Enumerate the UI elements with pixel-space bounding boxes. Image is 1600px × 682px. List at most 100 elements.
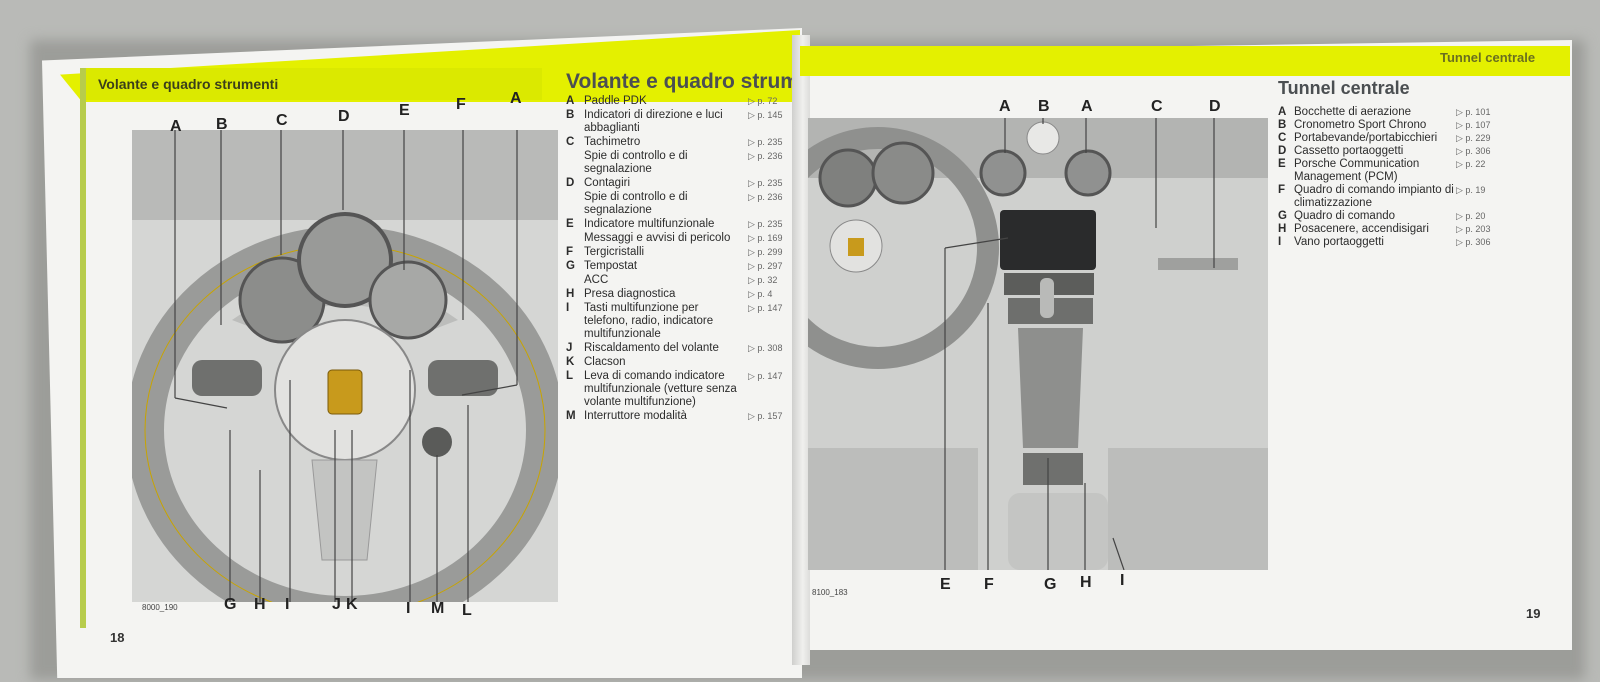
left-callout-bottom-5: I <box>406 600 411 617</box>
steering-wheel-figure <box>132 130 558 602</box>
legend-key: D <box>566 177 575 189</box>
left-callout-top-6: A <box>510 90 522 107</box>
legend-key: I <box>1278 236 1282 248</box>
legend-page-ref: ▷ p. 107 <box>1456 120 1491 130</box>
legend-key: G <box>566 260 575 272</box>
legend-text: Portabevande/portabicchieri <box>1294 132 1438 144</box>
legend-page-ref: ▷ p. 22 <box>1456 159 1486 169</box>
legend-key: C <box>1278 132 1287 144</box>
right-page-title: Tunnel centrale <box>1278 78 1410 98</box>
legend-text: Indicatori di direzione e luci abbaglian… <box>584 109 723 134</box>
center-console-figure <box>808 118 1268 570</box>
right-callout-top-2: A <box>1081 98 1093 115</box>
left-page-title: Volante e quadro strumenti <box>566 70 837 93</box>
legend-text: Tempostat <box>584 260 638 272</box>
legend-key: C <box>566 136 575 148</box>
legend-text: Paddle PDK <box>584 95 647 107</box>
legend-text: Tergicristalli <box>584 246 645 258</box>
legend-key: E <box>1278 158 1286 170</box>
legend-key: F <box>566 246 574 258</box>
legend-page-ref: ▷ p. 147 <box>748 371 783 381</box>
legend-page-ref: ▷ p. 169 <box>748 233 783 243</box>
right-callout-bottom-4: I <box>1120 572 1125 589</box>
legend-text: Presa diagnostica <box>584 288 676 300</box>
legend-page-ref: ▷ p. 306 <box>1456 146 1491 156</box>
left-callout-bottom-4: K <box>346 596 358 613</box>
right-header-text: Tunnel centrale <box>1440 50 1536 65</box>
legend-page-ref: ▷ p. 72 <box>748 96 778 106</box>
left-header-text: Volante e quadro strumenti <box>98 76 279 92</box>
legend-text: Vano portaoggetti <box>1294 236 1384 248</box>
legend-page-ref: ▷ p. 299 <box>748 247 783 257</box>
legend-key: I <box>566 302 570 314</box>
legend-key: L <box>566 370 574 382</box>
legend-page-ref: ▷ p. 236 <box>748 151 783 161</box>
right-header-band <box>800 46 1570 76</box>
right-callout-bottom-0: E <box>940 576 951 593</box>
legend-text: Contagiri <box>584 177 631 189</box>
legend-key: M <box>566 410 576 422</box>
legend-text: Quadro di comando <box>1294 210 1396 222</box>
left-image-code: 8000_190 <box>142 603 178 612</box>
legend-text: Bocchette di aerazione <box>1294 106 1411 118</box>
legend-key: J <box>566 342 573 354</box>
legend-text: Messaggi e avvisi di pericolo <box>584 232 731 244</box>
left-callout-bottom-6: M <box>431 600 445 617</box>
legend-key: A <box>1278 106 1287 118</box>
left-page-edge-strip <box>80 68 86 628</box>
book-spine <box>792 35 810 665</box>
legend-text: Leva di comando indicatore multifunziona… <box>584 370 737 408</box>
legend-page-ref: ▷ p. 101 <box>1456 107 1491 117</box>
legend-text: Posacenere, accendisigari <box>1294 223 1429 235</box>
left-callout-bottom-0: G <box>224 596 237 613</box>
legend-text: ACC <box>584 274 609 286</box>
legend-key: H <box>1278 223 1287 235</box>
left-callout-top-4: E <box>399 102 410 119</box>
left-callout-bottom-1: H <box>254 596 266 613</box>
legend-page-ref: ▷ p. 308 <box>748 343 783 353</box>
legend-text: Quadro di comando impianto di climatizza… <box>1294 184 1454 209</box>
legend-page-ref: ▷ p. 32 <box>748 275 778 285</box>
legend-key: K <box>566 356 575 368</box>
legend-key: B <box>566 109 575 121</box>
left-callout-top-0: A <box>170 118 182 135</box>
legend-page-ref: ▷ p. 4 <box>748 289 773 299</box>
left-callout-bottom-3: J <box>332 596 341 613</box>
legend-text: Porsche Communication Management (PCM) <box>1294 158 1420 183</box>
legend-key: A <box>566 95 575 107</box>
right-callout-bottom-1: F <box>984 576 994 593</box>
left-callout-top-2: C <box>276 112 288 129</box>
legend-page-ref: ▷ p. 235 <box>748 219 783 229</box>
right-callout-bottom-2: G <box>1044 576 1057 593</box>
legend-page-ref: ▷ p. 203 <box>1456 224 1491 234</box>
left-header-strip <box>82 68 542 100</box>
left-callout-top-1: B <box>216 116 228 133</box>
legend-key: D <box>1278 145 1287 157</box>
legend-page-ref: ▷ p. 157 <box>748 411 783 421</box>
left-callout-top-5: F <box>456 96 466 113</box>
legend-page-ref: ▷ p. 236 <box>748 192 783 202</box>
right-callout-top-4: D <box>1209 98 1221 115</box>
legend-text: Spie di controllo e di segnalazione <box>584 150 688 175</box>
legend-text: Indicatore multifunzionale <box>584 218 715 230</box>
right-callout-top-3: C <box>1151 98 1163 115</box>
legend-page-ref: ▷ p. 20 <box>1456 211 1486 221</box>
legend-page-ref: ▷ p. 145 <box>748 110 783 120</box>
legend-page-ref: ▷ p. 306 <box>1456 237 1491 247</box>
left-callout-bottom-7: L <box>462 602 472 619</box>
legend-page-ref: ▷ p. 147 <box>748 303 783 313</box>
legend-text: Tachimetro <box>584 136 641 148</box>
legend-key: B <box>1278 119 1287 131</box>
legend-page-ref: ▷ p. 235 <box>748 137 783 147</box>
left-page-number: 18 <box>110 630 125 645</box>
legend-key: F <box>1278 184 1286 196</box>
legend-text: Cassetto portaoggetti <box>1294 145 1404 157</box>
right-callout-top-1: B <box>1038 98 1050 115</box>
legend-text: Interruttore modalità <box>584 410 687 422</box>
legend-key: E <box>566 218 574 230</box>
legend-page-ref: ▷ p. 19 <box>1456 185 1486 195</box>
legend-page-ref: ▷ p. 229 <box>1456 133 1491 143</box>
legend-key: H <box>566 288 575 300</box>
left-callout-top-3: D <box>338 108 350 125</box>
left-callout-bottom-2: I <box>285 596 290 613</box>
